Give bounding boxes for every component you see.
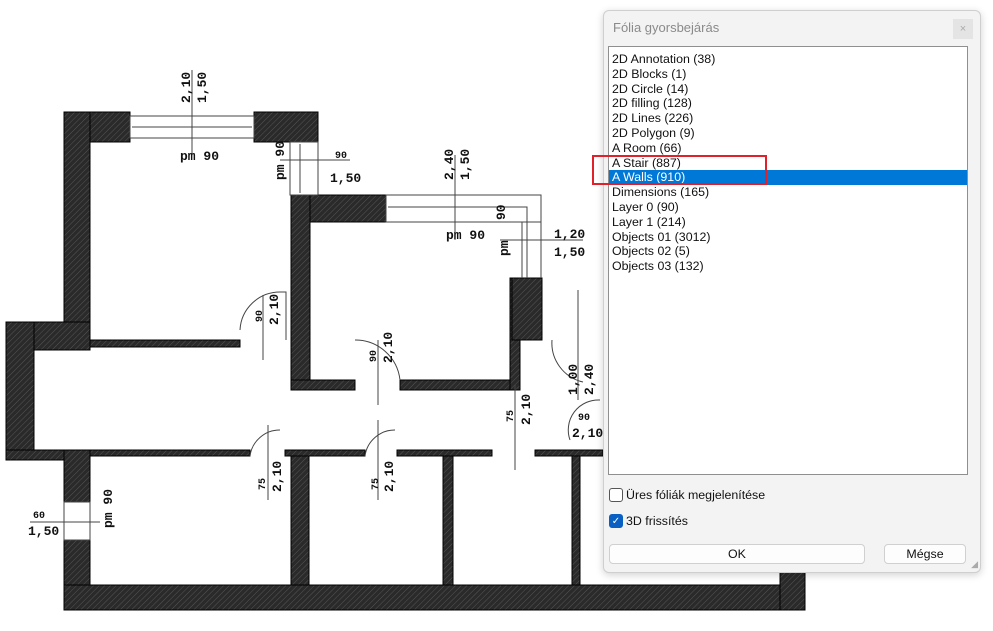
svg-text:1,50: 1,50 [195, 72, 210, 103]
svg-text:1,50: 1,50 [330, 171, 361, 186]
svg-text:75: 75 [371, 478, 382, 490]
svg-text:90: 90 [335, 151, 347, 162]
svg-text:1,50: 1,50 [28, 524, 59, 539]
svg-text:75: 75 [258, 478, 269, 490]
show-empty-layers-checkbox[interactable]: Üres fóliák megjelenítése [609, 488, 765, 502]
svg-text:2,10: 2,10 [382, 461, 397, 492]
svg-text:2,10: 2,10 [267, 294, 282, 325]
svg-text:1,20: 1,20 [554, 227, 585, 242]
layer-list-item[interactable]: A Room (66) [612, 140, 682, 155]
layer-list[interactable]: 2D Annotation (38)2D Blocks (1)2D Circle… [608, 46, 968, 475]
svg-text:pm 90: pm 90 [273, 141, 288, 180]
layer-list-item[interactable]: 2D filling (128) [612, 96, 692, 111]
close-icon[interactable]: × [953, 19, 973, 39]
svg-text:1,00: 1,00 [566, 364, 581, 395]
layer-list-item[interactable]: 2D Lines (226) [612, 111, 694, 126]
checkbox-unchecked-icon[interactable] [609, 488, 623, 502]
refresh-3d-checkbox[interactable]: ✓ 3D frissítés [609, 514, 688, 528]
refresh-3d-label: 3D frissítés [626, 514, 688, 528]
layer-list-item[interactable]: Objects 01 (3012) [612, 229, 711, 244]
svg-text:pm 90: pm 90 [446, 228, 485, 243]
layer-list-item[interactable]: Objects 02 (5) [612, 244, 690, 259]
svg-text:2,10: 2,10 [270, 461, 285, 492]
svg-text:90: 90 [369, 350, 380, 362]
svg-text:pm: pm [497, 240, 512, 256]
layer-list-item[interactable]: 2D Circle (14) [612, 81, 689, 96]
svg-text:pm 90: pm 90 [180, 149, 219, 164]
dimension-labels: 2,10 1,50 pm 90 pm 90 90 1,50 2,40 1,50 … [28, 72, 603, 539]
checkbox-checked-icon[interactable]: ✓ [609, 514, 623, 528]
openings [30, 70, 601, 541]
layer-list-item[interactable]: 2D Blocks (1) [612, 66, 687, 81]
svg-text:60: 60 [33, 511, 45, 522]
svg-text:75: 75 [506, 410, 517, 422]
resize-grip-icon[interactable]: ◢ [971, 559, 978, 569]
svg-text:2,10: 2,10 [179, 72, 194, 103]
svg-text:2,10: 2,10 [381, 332, 396, 363]
walls [5, 111, 806, 611]
highlight-annotation-box [592, 155, 767, 185]
svg-text:90: 90 [494, 204, 509, 220]
svg-text:2,40: 2,40 [442, 149, 457, 180]
svg-text:2,10: 2,10 [572, 426, 603, 441]
layer-list-item[interactable]: Layer 1 (214) [612, 214, 686, 229]
svg-text:pm 90: pm 90 [101, 489, 116, 528]
layer-list-item[interactable]: Layer 0 (90) [612, 199, 679, 214]
svg-text:2,10: 2,10 [519, 394, 534, 425]
dialog-title: Fólia gyorsbejárás [613, 20, 720, 35]
layer-list-item[interactable]: 2D Annotation (38) [612, 52, 716, 66]
show-empty-layers-label: Üres fóliák megjelenítése [626, 488, 766, 502]
ok-button[interactable]: OK [609, 544, 865, 564]
svg-text:2,40: 2,40 [582, 364, 597, 395]
layer-quick-browse-dialog: Fólia gyorsbejárás × 2D Annotation (38)2… [603, 10, 981, 573]
cancel-button[interactable]: Mégse [884, 544, 966, 564]
svg-text:90: 90 [578, 413, 590, 424]
svg-text:1,50: 1,50 [458, 149, 473, 180]
svg-text:1,50: 1,50 [554, 245, 585, 260]
svg-text:90: 90 [255, 310, 266, 322]
layer-list-item[interactable]: Dimensions (165) [612, 185, 710, 200]
layer-list-item[interactable]: A Stair (887) [612, 155, 681, 170]
layer-list-item[interactable]: A Walls (910) [609, 170, 967, 186]
layer-list-item[interactable]: Objects 03 (132) [612, 259, 704, 274]
layer-list-item[interactable]: 2D Polygon (9) [612, 125, 695, 140]
